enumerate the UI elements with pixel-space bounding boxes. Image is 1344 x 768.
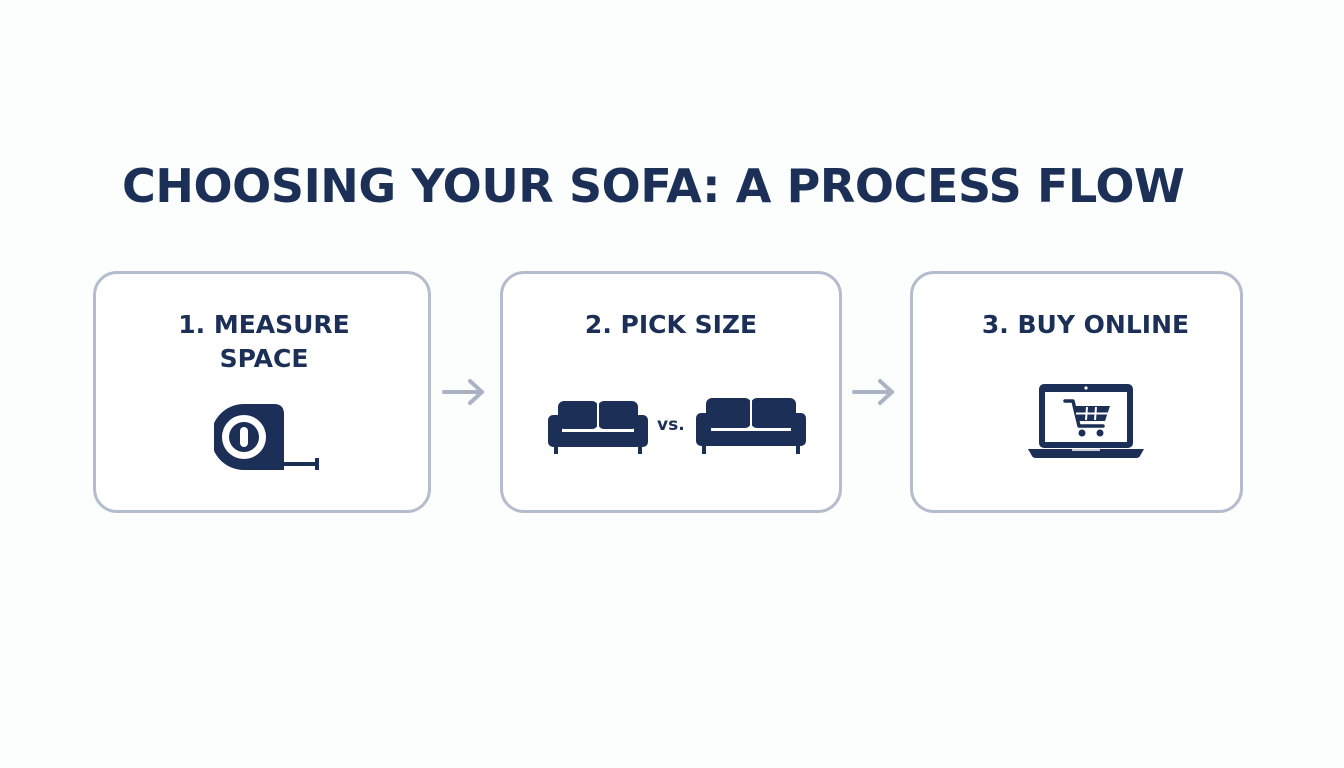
small-sofa-icon	[548, 401, 648, 454]
step-measure-space: 1. MEASURE SPACE	[93, 271, 431, 513]
diagram-title: CHOOSING YOUR SOFA: A PROCESS FLOW	[122, 159, 1185, 213]
arrow-right-icon	[852, 379, 894, 405]
step-label: 1. MEASURE SPACE	[178, 310, 350, 373]
laptop-cart-icon	[1028, 384, 1144, 458]
step-label: 2. PICK SIZE	[584, 310, 758, 339]
arrow-right-icon	[442, 379, 484, 405]
comparison-text: vs.	[657, 415, 685, 435]
step-label: 3. BUY ONLINE	[981, 310, 1190, 339]
tape-measure-icon	[214, 404, 319, 470]
step-pick-size: 2. PICK SIZE vs.	[500, 271, 842, 513]
step-buy-online: 3. BUY ONLINE	[910, 271, 1243, 513]
large-sofa-icon	[696, 398, 806, 454]
